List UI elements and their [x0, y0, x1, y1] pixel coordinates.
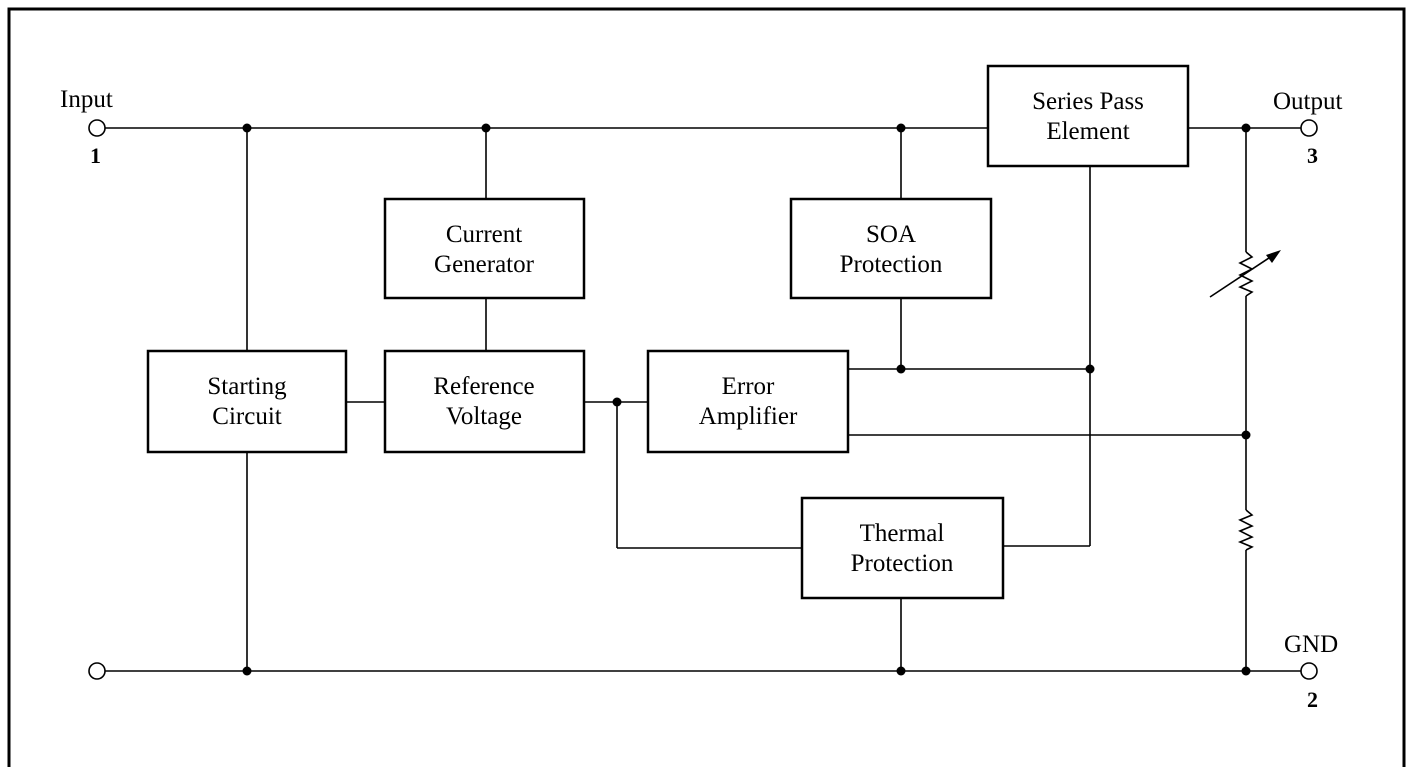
- current-generator-block: Current Generator: [383, 197, 586, 300]
- gnd-pin-number: 2: [1307, 687, 1318, 712]
- error-amplifier-line-1: Error: [722, 373, 775, 400]
- diagram-frame: [7, 7, 1406, 767]
- gnd-label: GND: [1284, 631, 1338, 658]
- error-amplifier-line-2: Amplifier: [699, 403, 798, 430]
- resistor-icon: [1237, 509, 1254, 551]
- ground-left-terminal: [88, 662, 106, 680]
- output-pin-number: 3: [1307, 143, 1318, 168]
- current-generator-line-2: Generator: [434, 251, 535, 278]
- soa-protection-line-1: SOA: [866, 221, 916, 248]
- series-pass-line-1: Series Pass: [1032, 88, 1144, 115]
- soa-protection-block: SOA Protection: [789, 197, 993, 300]
- input-pin-number: 1: [90, 143, 101, 168]
- error-amplifier-block: Error Amplifier: [646, 349, 850, 454]
- series-pass-line-2: Element: [1046, 118, 1129, 145]
- output-label: Output: [1273, 88, 1343, 115]
- reference-voltage-line-2: Voltage: [446, 403, 522, 430]
- current-generator-line-1: Current: [446, 221, 522, 248]
- starting-circuit-line-1: Starting: [207, 373, 287, 400]
- reference-voltage-line-1: Reference: [433, 373, 534, 400]
- junction-dots: [242, 123, 1251, 676]
- starting-circuit-block: Starting Circuit: [146, 349, 348, 454]
- output-terminal: Output 3: [1273, 88, 1343, 168]
- input-terminal: Input 1: [60, 86, 113, 168]
- thermal-protection-line-1: Thermal: [860, 520, 945, 547]
- thermal-protection-block: Thermal Protection: [800, 496, 1005, 600]
- input-label: Input: [60, 86, 113, 113]
- starting-circuit-line-2: Circuit: [212, 403, 281, 430]
- thermal-protection-line-2: Protection: [851, 550, 954, 577]
- reference-voltage-block: Reference Voltage: [383, 349, 586, 454]
- wires: [105, 127, 1301, 672]
- series-pass-element-block: Series Pass Element: [986, 64, 1190, 168]
- gnd-terminal: GND 2: [1284, 631, 1338, 712]
- soa-protection-line-2: Protection: [840, 251, 943, 278]
- variable-resistor-icon: [1209, 250, 1281, 298]
